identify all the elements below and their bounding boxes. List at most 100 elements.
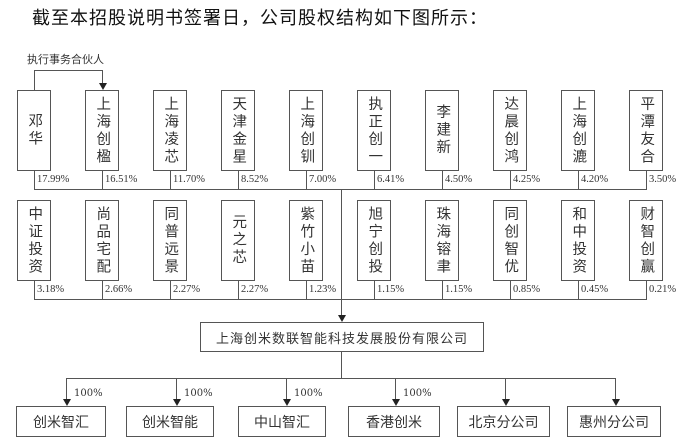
shareholder-box: 上海凌芯 (153, 90, 187, 171)
shareholding-percentage: 3.18% (37, 284, 65, 295)
shareholder-connector-line (238, 281, 239, 299)
shareholder-connector-line (510, 171, 511, 189)
subsidiary-bus-line (66, 378, 616, 379)
shareholder-connector-line (102, 281, 103, 299)
shareholder-connector-line (442, 281, 443, 299)
shareholder-box: 同创智优 (493, 200, 527, 281)
shareholder-name: 紫竹小苗 (298, 205, 315, 276)
subsidiary-percentage: 100% (74, 388, 103, 399)
subsidiary-box: 创米智汇 (16, 406, 106, 437)
shareholder-connector-line (306, 171, 307, 189)
shareholder-connector-line (238, 171, 239, 189)
shareholder-connector-line (170, 281, 171, 299)
shareholder-name: 平潭友合 (638, 95, 655, 166)
shareholder-name: 上海凌芯 (162, 95, 179, 166)
shareholder-connector-line (510, 281, 511, 299)
subsidiary-connector-line (505, 378, 506, 399)
shareholder-box: 紫竹小苗 (289, 200, 323, 281)
gp-relation-label: 执行事务合伙人 (27, 53, 104, 66)
shareholding-percentage: 0.45% (581, 284, 609, 295)
shareholder-name: 旭宁创投 (366, 205, 383, 276)
subsidiary-percentage: 100% (184, 388, 213, 399)
subsidiary-box: 香港创米 (348, 406, 440, 437)
shareholding-percentage: 8.52% (241, 174, 269, 185)
trunk-to-company-line (341, 189, 342, 315)
shareholder-box: 上海创楹 (85, 90, 119, 171)
shareholder-name: 同创智优 (502, 205, 519, 276)
gp-line-right (102, 70, 103, 84)
subsidiary-percentage: 100% (403, 388, 432, 399)
arrow-down-icon (501, 399, 510, 406)
shareholding-percentage: 0.85% (513, 284, 541, 295)
subsidiary-connector-line (176, 378, 177, 399)
shareholder-box: 珠海镕聿 (425, 200, 459, 281)
shareholder-box: 达晨创鸿 (493, 90, 527, 171)
shareholder-connector-line (102, 171, 103, 189)
subsidiary-percentage: 100% (294, 388, 323, 399)
shareholder-connector-line (374, 281, 375, 299)
shareholding-percentage: 0.21% (649, 284, 677, 295)
shareholding-percentage: 3.50% (649, 174, 677, 185)
shareholding-percentage: 1.15% (377, 284, 405, 295)
shareholder-name: 上海创楹 (94, 95, 111, 166)
shareholding-percentage: 2.66% (105, 284, 133, 295)
shareholding-percentage: 2.27% (241, 284, 269, 295)
shareholder-connector-line (306, 281, 307, 299)
shareholding-percentage: 7.00% (309, 174, 337, 185)
shareholder-name: 邓华 (26, 113, 43, 148)
shareholder-box: 和中投资 (561, 200, 595, 281)
shareholder-connector-line (170, 171, 171, 189)
subsidiary-connector-line (286, 378, 287, 399)
shareholding-percentage: 4.50% (445, 174, 473, 185)
shareholder-name: 李建新 (434, 104, 451, 157)
shareholding-percentage: 1.15% (445, 284, 473, 295)
company-down-line (341, 352, 342, 378)
shareholder-connector-line (34, 281, 35, 299)
shareholder-connector-line (578, 281, 579, 299)
shareholder-box: 天津金星 (221, 90, 255, 171)
shareholder-box: 元之芯 (221, 200, 255, 281)
shareholder-connector-line (646, 281, 647, 299)
shareholding-percentage: 2.27% (173, 284, 201, 295)
company-box: 上海创米数联智能科技发展股份有限公司 (200, 322, 484, 352)
shareholder-connector-line (442, 171, 443, 189)
shareholder-name: 达晨创鸿 (502, 95, 519, 166)
shareholder-name: 尚品宅配 (94, 205, 111, 276)
subsidiary-box: 创米智能 (126, 406, 214, 437)
shareholder-name: 天津金星 (230, 95, 247, 166)
subsidiary-box: 北京分公司 (457, 406, 550, 437)
shareholder-box: 同普远景 (153, 200, 187, 281)
shareholder-name: 元之芯 (230, 214, 247, 267)
intro-title: 截至本招股说明书签署日，公司股权结构如下图所示： (32, 8, 488, 29)
subsidiary-connector-line (615, 378, 616, 399)
arrow-down-icon (611, 399, 620, 406)
gp-line-left (34, 70, 35, 90)
shareholder-name: 执正创一 (366, 95, 383, 166)
shareholder-name: 中证投资 (26, 205, 43, 276)
shareholding-percentage: 11.70% (173, 174, 205, 185)
company-arrow-icon (337, 315, 346, 322)
gp-arrow-icon (98, 83, 107, 90)
shareholder-connector-line (646, 171, 647, 189)
row2-bus-line (34, 299, 647, 300)
arrow-down-icon (282, 399, 291, 406)
subsidiary-box: 中山智汇 (238, 406, 326, 437)
subsidiary-connector-line (66, 378, 67, 399)
shareholding-percentage: 1.23% (309, 284, 337, 295)
shareholding-percentage: 4.25% (513, 174, 541, 185)
shareholder-box: 邓华 (17, 90, 51, 171)
subsidiary-box: 惠州分公司 (567, 406, 661, 437)
shareholder-connector-line (374, 171, 375, 189)
shareholder-name: 同普远景 (162, 205, 179, 276)
gp-line-top (34, 70, 103, 71)
shareholding-percentage: 4.20% (581, 174, 609, 185)
shareholder-box: 执正创一 (357, 90, 391, 171)
row1-bus-line (34, 189, 647, 190)
shareholder-name: 财智创赢 (638, 205, 655, 276)
shareholder-box: 李建新 (425, 90, 459, 171)
arrow-down-icon (391, 399, 400, 406)
arrow-down-icon (172, 399, 181, 406)
shareholder-name: 和中投资 (570, 205, 587, 276)
shareholding-percentage: 16.51% (105, 174, 138, 185)
shareholder-connector-line (34, 171, 35, 189)
